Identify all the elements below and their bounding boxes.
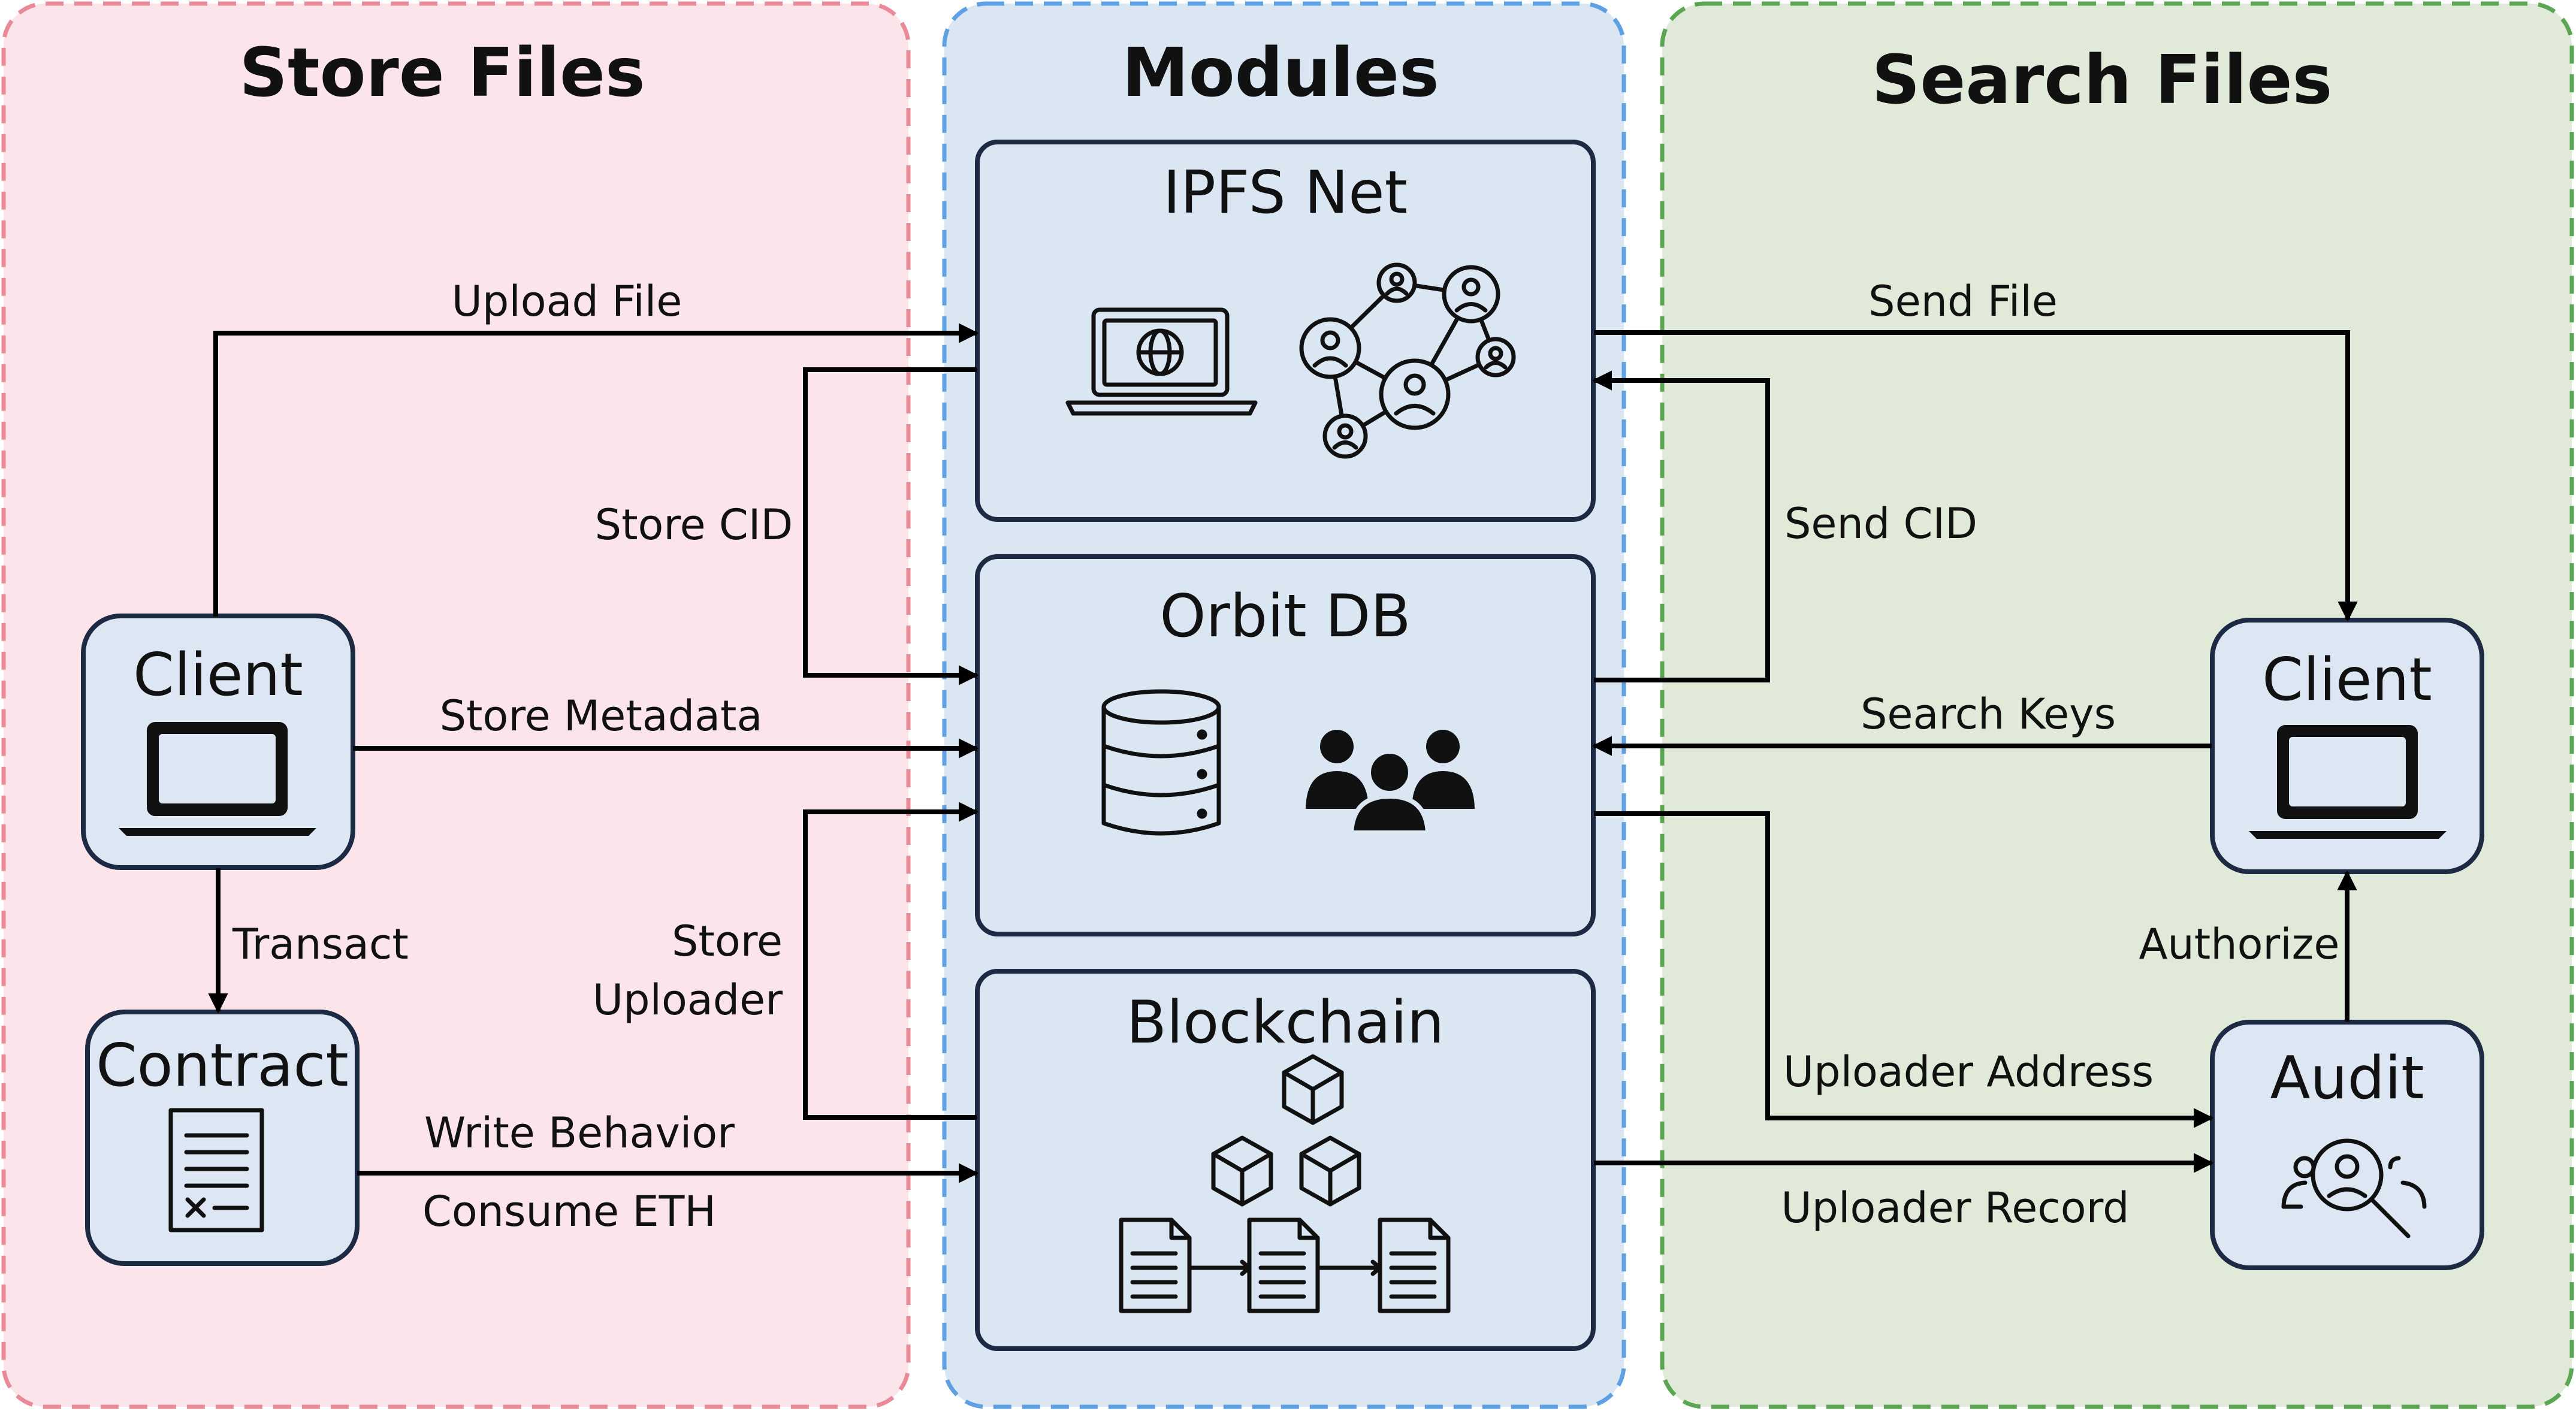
uploader-address-edge: [1594, 811, 2214, 1128]
laptop-icon: [119, 722, 316, 836]
write-behavior-label: Write Behavior: [424, 1108, 735, 1158]
store-cid-edge: [803, 367, 979, 685]
document-chain-icon: [1119, 1217, 1451, 1313]
upload-file-edge: [213, 323, 979, 617]
store-uploader-edge: [803, 802, 979, 1120]
store-metadata-label: Store Metadata: [440, 691, 763, 741]
client-left-label: Client: [133, 641, 303, 709]
user-magnifier-icon: [2281, 1138, 2427, 1238]
search-files-title: Search Files: [1872, 41, 2332, 119]
contract-label: Contract: [96, 1032, 349, 1100]
laptop-icon: [2249, 725, 2447, 839]
store-uploader-line1: Store: [672, 917, 783, 966]
search-keys-label: Search Keys: [1861, 690, 2116, 739]
store-uploader-line2: Uploader: [593, 975, 783, 1025]
uploader-address-label: Uploader Address: [1783, 1047, 2154, 1096]
laptop-globe-icon: [1065, 307, 1258, 416]
upload-file-label: Upload File: [452, 277, 682, 326]
cubes-icon: [1211, 1054, 1361, 1207]
transact-label: Transact: [232, 920, 409, 969]
ipfs-net-label: IPFS Net: [1163, 159, 1408, 227]
user-group-icon: [1306, 730, 1475, 835]
store-cid-label: Store CID: [595, 500, 793, 549]
send-cid-label: Send CID: [1784, 499, 1977, 548]
store-files-title: Store Files: [239, 34, 645, 112]
send-file-edge: [1594, 330, 2358, 622]
consume-eth-label: Consume ETH: [422, 1187, 716, 1236]
client-right-label: Client: [2262, 646, 2432, 714]
send-cid-edge: [1591, 370, 1770, 682]
user-network-icon: [1299, 262, 1516, 459]
uploader-record-label: Uploader Record: [1781, 1183, 2129, 1232]
authorize-label: Authorize: [2139, 920, 2340, 969]
blockchain-label: Blockchain: [1127, 989, 1444, 1057]
audit-label: Audit: [2270, 1044, 2424, 1113]
send-file-label: Send File: [1868, 277, 2058, 326]
modules-title: Modules: [1122, 34, 1439, 112]
database-icon: [1101, 689, 1221, 836]
orbit-db-label: Orbit DB: [1159, 582, 1411, 651]
document-signature-icon: [168, 1108, 264, 1232]
audit-box: [2210, 1020, 2484, 1270]
